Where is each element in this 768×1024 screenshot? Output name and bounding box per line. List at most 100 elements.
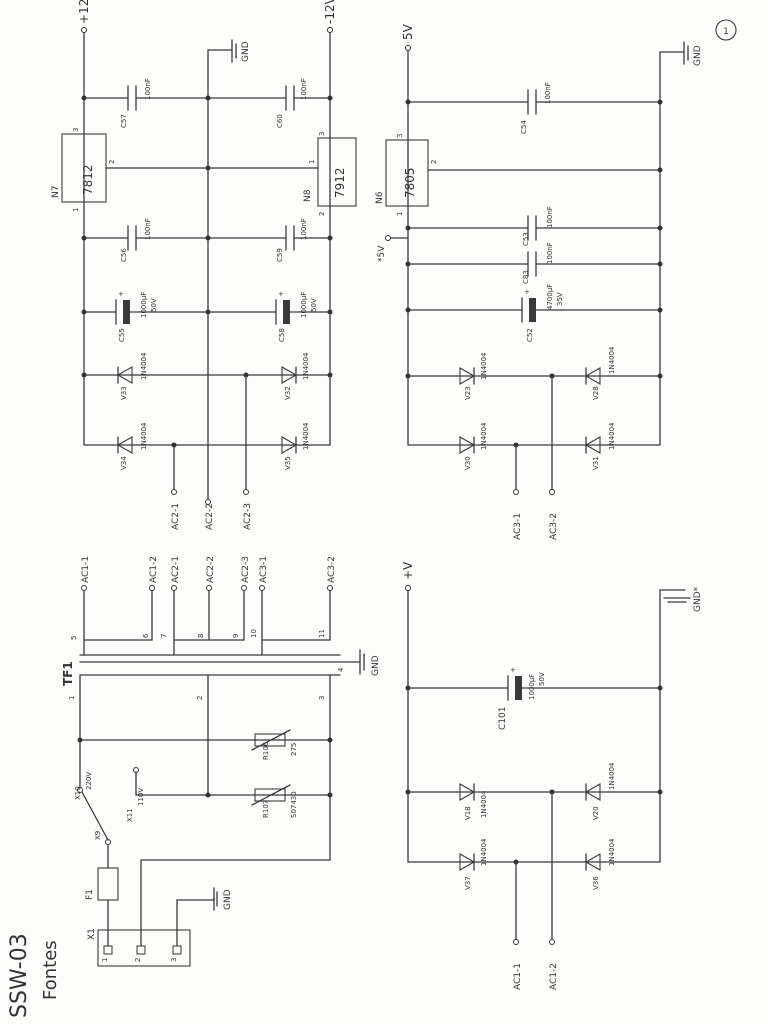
svg-text:50V: 50V [310,298,318,312]
connector-x1-label: X1 [87,928,97,940]
svg-text:9: 9 [232,634,240,638]
reg-7912-part: 7912 [333,167,347,198]
diode-v34: V34 1N4004 [116,422,148,470]
svg-text:4: 4 [337,667,345,672]
svg-text:10: 10 [250,629,258,638]
svg-text:100nF: 100nF [144,78,152,100]
c101-value: 1000µF [528,674,536,700]
fuse-f1-label: F1 [85,889,95,900]
svg-text:C59: C59 [276,248,284,262]
svg-text:2: 2 [430,160,438,164]
tap-x10-ref: X10 [74,786,82,800]
svg-text:C53: C53 [522,232,530,246]
svg-text:S07430: S07430 [290,791,298,818]
mains-input-section: X1 1 2 3 GND F1 X9 X10 220V X11 110V [74,674,333,967]
svg-text:50V: 50V [150,298,158,312]
tf1-out-ac3-2: AC3-2 [327,556,337,583]
svg-text:1N4004: 1N4004 [140,422,148,450]
switch-x9-lever [81,791,109,841]
svg-text:V18: V18 [464,806,472,820]
tf1-out-ac1-2: AC1-2 [149,556,159,583]
svg-text:100nF: 100nF [144,218,152,240]
title-block: SSW-03 Fontes [7,933,61,1018]
svg-text:3: 3 [72,128,80,132]
svg-text:5: 5 [70,636,78,640]
svg-text:100nF: 100nF [300,78,308,100]
tap-x11-ref: X11 [126,808,134,822]
svg-text:V33: V33 [120,386,128,400]
input-ac1-1: AC1-1 [513,963,523,990]
five-v-label: 5V [401,23,415,40]
tf1-out-ac2-3: AC2-3 [241,556,251,583]
svg-text:1: 1 [396,212,404,216]
x1-pin-3: 3 [170,958,178,962]
svg-text:C55: C55 [118,328,126,342]
varistor-r107: R107 S07430 [251,784,298,818]
reg-7805-ref: N6 [375,191,385,204]
connector-x1-body [97,929,191,967]
svg-text:V35: V35 [284,456,292,470]
minus-12v-label: -12V [323,0,337,24]
transformer-label: TF1 [61,661,75,686]
svg-text:+: + [278,290,284,298]
svg-text:2: 2 [108,160,116,164]
svg-text:1N4004: 1N4004 [480,352,488,380]
svg-text:2: 2 [196,696,204,700]
x1-pin-2: 2 [134,958,142,962]
input-ac2-2: AC2-2 [205,503,215,530]
x1-pin-1: 1 [101,958,109,962]
varistor-r106: R106 275 [251,729,298,760]
diode-v37: V37 1N4004 [459,838,488,890]
reg-7812-ref: N7 [51,186,61,198]
svg-text:1N4004: 1N4004 [140,352,148,380]
diode-v31: V31 1N4004 [584,422,616,470]
switch-x9-label: X9 [94,831,102,840]
input-ac3-2: AC3-2 [549,513,559,540]
diode-v36: V36 1N4004 [584,838,616,890]
input-ac1-2: AC1-2 [549,963,559,990]
diode-v23: V23 1N4004 [459,352,488,400]
svg-text:+: + [118,290,124,298]
input-ac2-3: AC2-3 [243,503,253,530]
input-ac2-1: AC2-1 [171,503,181,530]
svg-text:275: 275 [290,743,298,756]
sheet-subtitle: Fontes [40,940,61,1000]
svg-text:35V: 35V [556,292,564,306]
plus-12v-label: +12V [77,0,91,24]
diode-v33: V33 1N4004 [116,352,148,400]
svg-text:6: 6 [142,633,150,638]
svg-text:R107: R107 [262,800,270,818]
svg-text:1000µF: 1000µF [300,292,308,318]
plus-v-label: +V [401,561,415,580]
diode-v28: V28 1N4004 [584,346,616,400]
svg-text:C52: C52 [526,328,534,342]
svg-text:4700µF: 4700µF [546,284,554,310]
svg-text:V32: V32 [284,386,292,400]
supply-plus-v: +V GND* + C101 1000µF 50V V18 1N4004 V20 [401,561,703,990]
svg-text:V23: V23 [464,386,472,400]
tf1-gnd-label: GND [371,655,381,676]
tf1-out-ac2-1: AC2-1 [171,556,181,583]
diode-v32: V32 1N4004 [281,352,310,400]
svg-text:1N4004: 1N4004 [302,352,310,380]
svg-text:V37: V37 [464,876,472,890]
svg-text:100nF: 100nF [546,206,554,228]
svg-text:V31: V31 [592,456,600,470]
svg-text:1N4004: 1N4004 [480,422,488,450]
c101-ref: C101 [498,707,508,730]
diode-v30: V30 1N4004 [459,422,488,470]
svg-text:C56: C56 [120,248,128,262]
svg-text:V30: V30 [464,456,472,470]
svg-text:C58: C58 [278,328,286,342]
transformer-tf1: TF1 1 2 3 4 GND 5 6 7 8 9 10 11 AC [61,556,381,700]
gnd-12v-label: GND [241,41,251,62]
svg-text:1N4004: 1N4004 [608,346,616,374]
page-number: 1 [723,27,729,37]
svg-text:1N4004: 1N4004 [480,790,488,818]
svg-text:+: + [510,666,516,674]
svg-text:1N4004: 1N4004 [608,838,616,866]
diode-v18: V18 1N4004 [459,783,488,820]
supply-12v: +12V -12V GND C57 100nF C60 100nF 7812 N… [51,0,357,530]
svg-text:C54: C54 [520,120,528,134]
